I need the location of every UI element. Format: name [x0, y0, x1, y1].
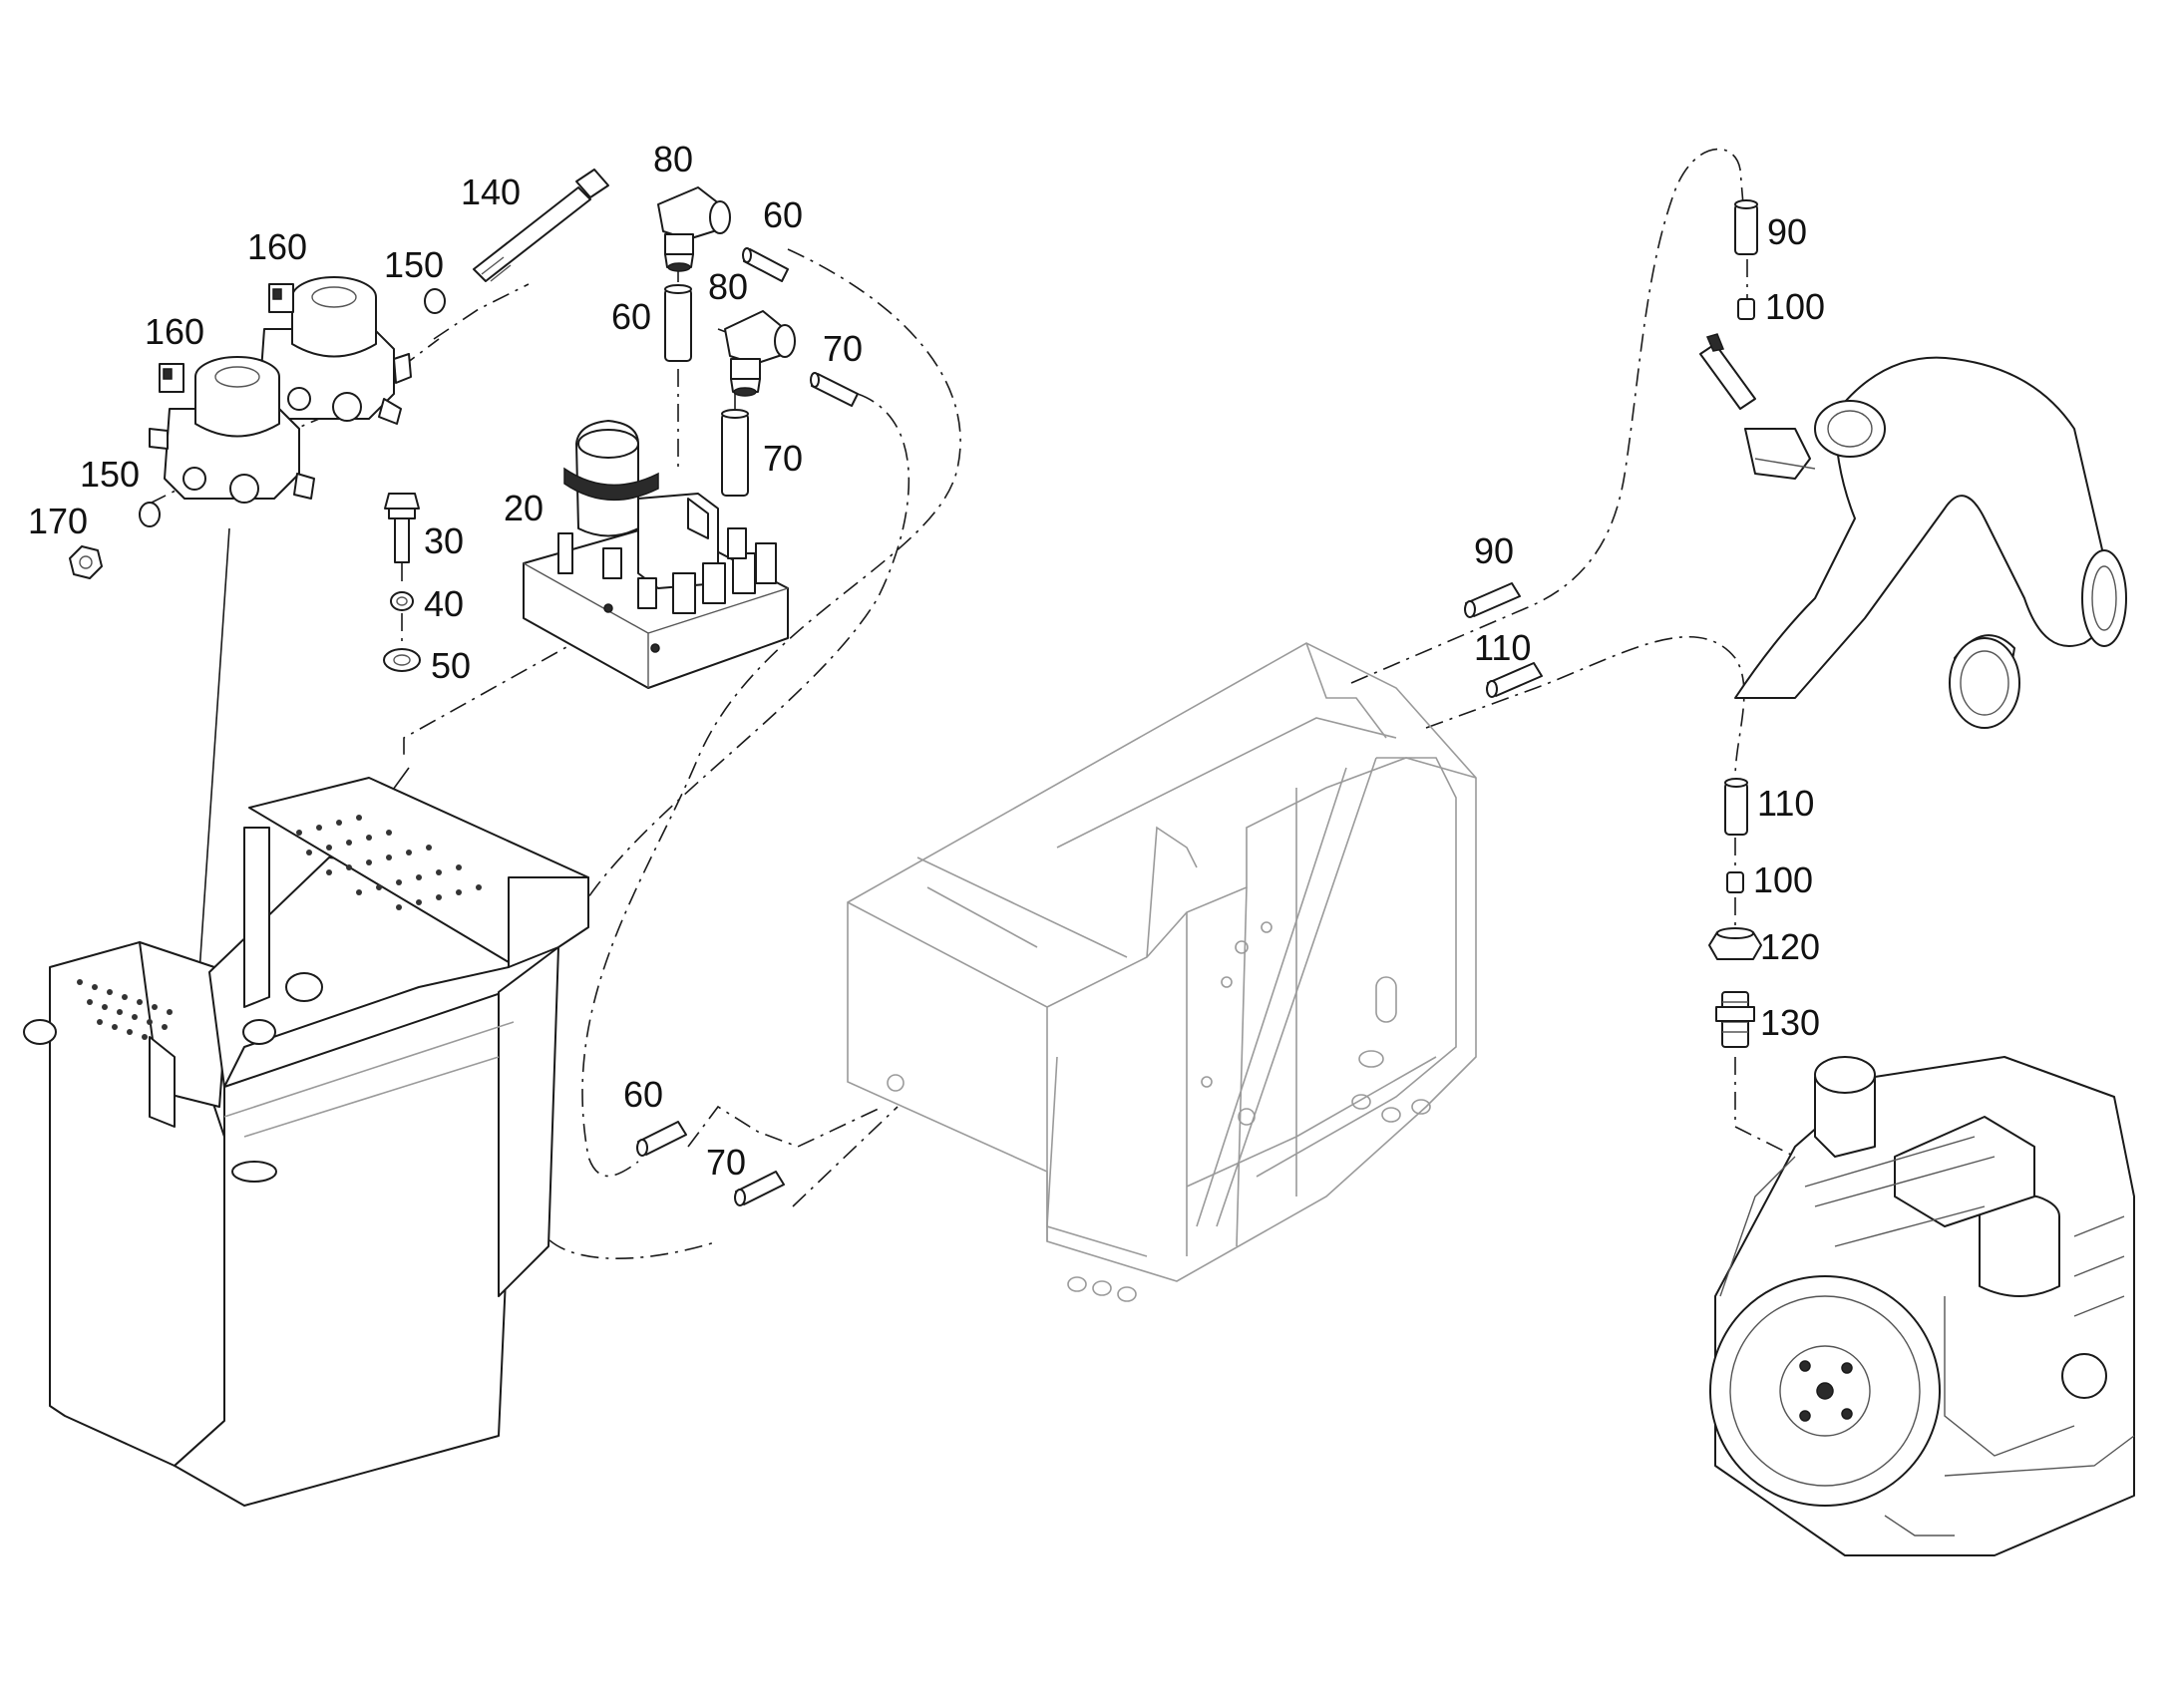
solenoid-valve-160-bottom — [149, 356, 315, 504]
hose-segments — [636, 199, 1758, 1206]
callout-60-lower: 60 — [623, 1074, 663, 1115]
nut-120 — [1708, 927, 1762, 960]
callout-50: 50 — [431, 645, 471, 686]
bolt-140 — [473, 169, 609, 282]
bolt-30 — [384, 493, 420, 563]
callout-120: 120 — [1760, 926, 1820, 967]
machine-frame — [847, 642, 1477, 1302]
callout-150-top: 150 — [384, 244, 444, 285]
callout-60-top-right: 60 — [763, 194, 803, 235]
adapter-130 — [1715, 991, 1755, 1048]
washer-150-bottom — [139, 502, 161, 527]
callout-60-left: 60 — [611, 296, 651, 337]
callout-80-top: 80 — [653, 139, 693, 179]
callout-170: 170 — [28, 501, 88, 541]
callout-140: 140 — [461, 171, 521, 212]
callout-20: 20 — [504, 488, 544, 528]
callout-80-bottom: 80 — [708, 266, 748, 307]
elbow-fitting-80-bottom — [724, 310, 796, 397]
callout-110-right: 110 — [1757, 783, 1814, 824]
callout-70-right: 70 — [823, 328, 863, 369]
callout-150-bottom: 150 — [80, 454, 140, 495]
callout-100-top: 100 — [1765, 286, 1825, 327]
solenoid-valve-160-top — [258, 276, 412, 425]
engine-assembly — [1709, 1056, 2135, 1556]
callout-30: 30 — [424, 520, 464, 561]
washer-50 — [383, 648, 421, 672]
callout-130: 130 — [1760, 1002, 1820, 1043]
washer-150-top — [424, 288, 446, 314]
radiator-assembly — [23, 777, 589, 1507]
callout-160-top: 160 — [247, 226, 307, 267]
callout-160-bottom: 160 — [145, 311, 204, 352]
elbow-fitting-80-top — [657, 186, 731, 272]
callout-70-vertical: 70 — [763, 438, 803, 479]
perforation-pattern — [77, 815, 482, 1040]
callout-90-mid: 90 — [1474, 530, 1514, 571]
valve-block-20 — [523, 420, 789, 689]
coolant-pipe — [1699, 333, 2127, 729]
callout-labels: 140 160 150 160 150 170 80 60 60 80 70 7… — [28, 139, 1825, 1183]
callout-70-lower: 70 — [706, 1142, 746, 1183]
callout-100-bottom: 100 — [1753, 859, 1813, 900]
callout-90-right: 90 — [1767, 211, 1807, 252]
callout-110-mid: 110 — [1474, 627, 1531, 668]
callout-40: 40 — [424, 583, 464, 624]
nut-170 — [69, 545, 103, 579]
washer-40 — [390, 591, 414, 611]
